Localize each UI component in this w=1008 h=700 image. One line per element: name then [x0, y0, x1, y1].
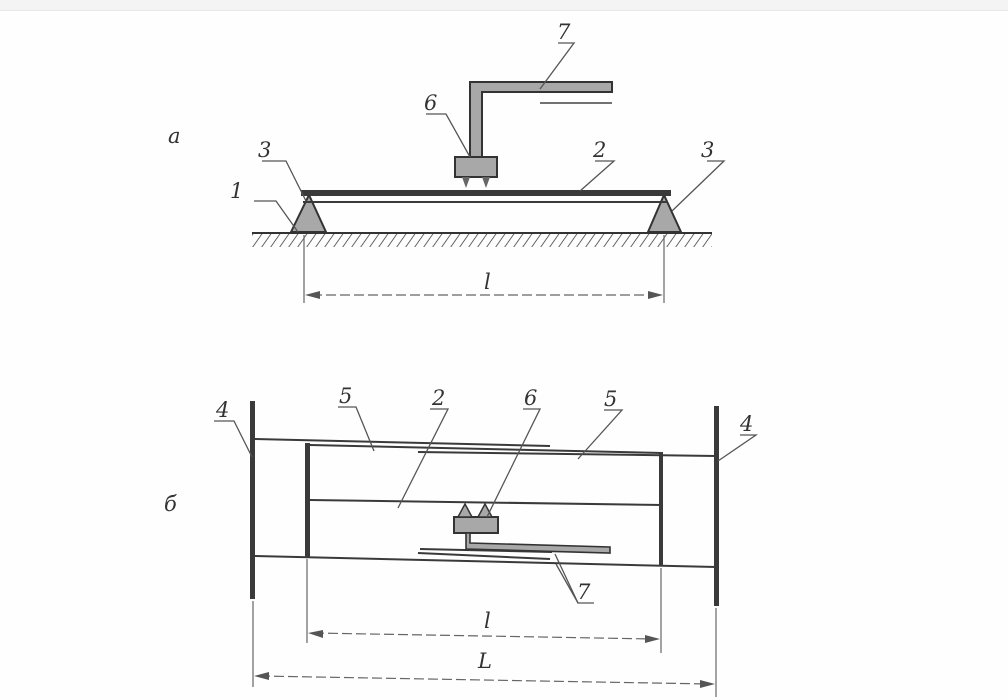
label-3-left: 3 — [258, 138, 271, 162]
technical-diagram: а 1 3 2 3 6 7 — [164, 20, 759, 697]
dimension-l-b-label: l — [484, 609, 491, 633]
support-left — [289, 192, 328, 233]
support-right — [646, 192, 683, 233]
beam-b — [309, 499, 663, 506]
dimension-L-label: L — [477, 649, 492, 673]
leader-2-b — [397, 408, 450, 509]
leader-3-right — [671, 160, 726, 212]
label-6-b: 6 — [524, 386, 537, 410]
leader-3-left — [262, 160, 307, 202]
view-a: а 1 3 2 3 6 7 — [168, 20, 726, 303]
frame-bar-right — [659, 452, 663, 566]
wire-bottom — [254, 548, 717, 568]
cable-b — [465, 532, 611, 554]
probe-arm — [469, 81, 613, 158]
dimension-L: L — [252, 601, 717, 697]
probe-head — [454, 156, 498, 188]
label-4-left: 4 — [215, 398, 229, 422]
leader-7 — [539, 42, 576, 90]
frame-bar-left — [305, 443, 310, 557]
label-7: 7 — [557, 20, 571, 44]
label-2-b: 2 — [431, 386, 445, 410]
leader-6-b — [486, 408, 542, 518]
leader-7-b-2 — [555, 563, 579, 604]
wire-top — [254, 438, 717, 457]
leader-1 — [254, 200, 299, 233]
view-b: б — [164, 384, 759, 697]
leader-6 — [426, 113, 471, 158]
leader-5-left — [338, 406, 375, 452]
probe-b — [453, 502, 499, 534]
label-5-left: 5 — [339, 384, 352, 408]
label-4-right: 4 — [739, 412, 753, 436]
post-right — [714, 406, 719, 606]
label-2: 2 — [592, 138, 606, 162]
dimension-l-a: l — [303, 235, 665, 303]
post-left — [250, 401, 255, 599]
label-6: 6 — [424, 91, 437, 115]
beam — [301, 190, 671, 196]
ground-surface — [252, 232, 712, 247]
label-7-b: 7 — [577, 580, 591, 604]
view-a-label: а — [168, 124, 181, 148]
dimension-l-b: l — [306, 559, 662, 653]
leader-4-right — [717, 434, 759, 462]
leader-2 — [579, 160, 616, 192]
figure-panel: а 1 3 2 3 6 7 — [0, 10, 1008, 700]
label-3-right: 3 — [701, 138, 714, 162]
view-b-label: б — [164, 492, 177, 516]
leader-5-right — [577, 409, 624, 460]
label-5-right: 5 — [604, 387, 617, 411]
leader-4-left — [214, 420, 253, 458]
dimension-l-a-label: l — [484, 270, 491, 294]
label-1: 1 — [230, 179, 243, 203]
